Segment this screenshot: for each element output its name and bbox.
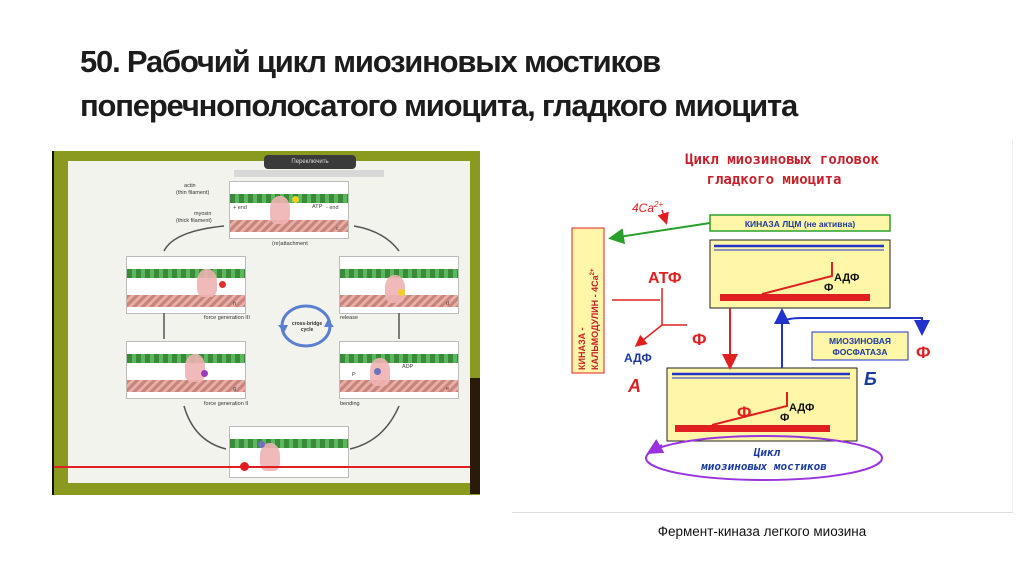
thin-filament-label: (thin filament) [176,190,210,196]
atp-label: АТФ [648,270,682,287]
phosphate-dot [219,281,226,288]
myosin-head [197,269,217,297]
phosphate-lower-big: Ф [737,403,752,422]
kinase-calmodulin-label-2: КАЛЬМОДУЛИН - 4Ca2+ [590,268,600,370]
video-progress-handle[interactable] [240,462,249,471]
phosphatase-label-1: МИОЗИНОВАЯ [829,336,891,346]
myosin-head [270,196,290,224]
force3-label: force generation III [204,315,250,321]
panel-f [229,426,349,478]
myosin-head-lower [711,392,788,426]
title-line-2: поперечнополосатого миоцита, гладкого ми… [80,88,798,123]
release-label: release [340,315,359,321]
actin-filament [230,194,348,203]
actin-filament [230,439,348,448]
p-label: P [352,372,356,378]
cross-bridge-cycle-figure: Переключить ATP + end - end c actin (thi… [52,151,480,495]
phosphate-a-label: Ф [692,330,707,349]
phosphate-lower-label: Ф [780,412,789,424]
panel-c-letter: c [336,226,339,232]
kinase-calmodulin-box [571,227,605,374]
actin-filament [127,269,245,278]
myosin-bar-lower [675,425,830,432]
video-progress-bar[interactable] [54,466,480,468]
calcium-arrow [657,209,669,225]
myosin-filament [127,295,245,307]
bending-label: bending [340,401,360,407]
phosphatase-arrow [781,317,930,336]
cycle-label: cross-bridge cycle [291,321,323,333]
myosin-head [185,354,205,382]
cycle-diagram-svg: Цикл миозиновых головок гладкого миоцита… [571,152,931,481]
frame-right [470,151,480,495]
kinase-activation-arrow [608,222,711,245]
atp-label: ATP [312,204,323,210]
myosin-filament [340,380,458,392]
frame-bottom [54,483,480,495]
phosphatase-box [811,331,909,361]
myosin-bar-upper [720,294,870,301]
overlay-note [234,170,384,177]
panel-e: ADP P e [339,341,459,399]
phosphate-upper-label: Ф [824,282,833,294]
toolbar-label: Переключить [291,159,329,165]
cycle-arrows-icon [278,304,334,348]
adp-lower-label: АДФ [789,402,814,414]
myosin-head [385,275,405,303]
adp-dot [258,441,265,448]
panel-c: ATP + end - end c [229,181,349,239]
kinase-inactive-label: КИНАЗА ЛЦМ (не активна) [745,219,856,229]
cycle-arrowhead [646,439,665,455]
panel-d-letter: d [446,301,450,307]
edge-strip [470,378,480,494]
cycle-flow-arrows [163,225,400,450]
phosphate-b-label: Ф [916,343,931,362]
myosin-label: myosin [194,211,212,217]
bridge-cycle-ellipse [645,435,883,481]
calcium-label: 4Ca2+ [632,200,663,215]
actin-filament [340,354,458,363]
myosin-head [260,443,280,471]
phosphatase-label-2: ФОСФАТАЗА [832,347,887,357]
reaction-a-label: А [627,376,641,396]
video-toolbar[interactable]: Переключить [264,155,356,169]
plus-end-label: + end [233,205,247,211]
title-line-1: 50. Рабочий цикл миозиновых мостиков [80,44,661,79]
bridge-cycle-label-2: миозиновых мостиков [700,460,827,473]
frame-left [54,151,68,495]
panel-g-letter: g [233,386,237,392]
slide-title: 50. Рабочий цикл миозиновых мостиков поп… [80,40,980,128]
figure-canvas: Переключить ATP + end - end c actin (thi… [54,151,480,495]
myosin-filament [230,220,348,232]
reaction-b-label: Б [864,369,877,389]
panel-e-letter: e [446,386,450,392]
atp-split [634,288,663,347]
atp-dot [398,289,405,296]
actin-label: actin [184,183,196,189]
panel-h-letter: h [233,301,237,307]
kinase-calmodulin-label: КИНАЗА - [577,327,587,370]
myosin-filament [127,380,245,392]
adp-upper-label: АДФ [834,272,859,284]
figure-caption: Фермент-киназа легкого миозина [657,524,867,539]
adp-dot [374,368,381,375]
minus-end-label: - end [326,205,339,211]
adp-dot [201,370,208,377]
force2-label: force generation II [204,401,249,407]
thick-filament-label: (thick filament) [176,218,212,224]
atp-dot [292,196,299,203]
adp-label: ADP [402,364,414,370]
adp-a-label: АДФ [624,351,652,365]
diagram-title-1: Цикл миозиновых головок [685,152,879,168]
bridge-cycle-label-1: Цикл [753,446,781,459]
diagram-title-2: гладкого миоцита [707,172,842,188]
panel-h: h [126,256,246,314]
myosin-head-upper [761,262,833,295]
actin-filament [340,269,458,278]
smooth-myocyte-cycle-diagram: Цикл миозиновых головок гладкого миоцита… [512,140,1013,513]
panel-g: g [126,341,246,399]
reattachment-label: (re)attachment [272,241,308,247]
